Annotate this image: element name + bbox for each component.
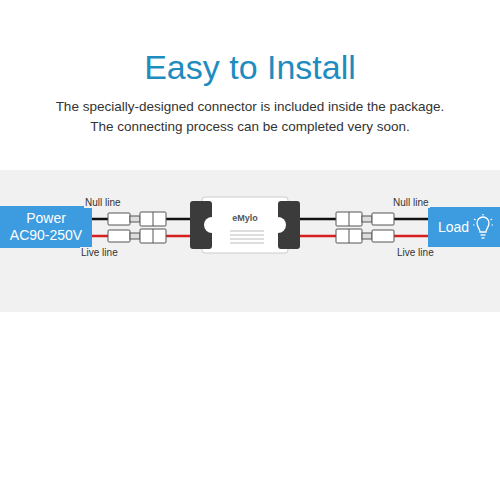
plug-body (372, 213, 394, 225)
cap-notch (204, 217, 212, 233)
plug-socket (140, 229, 166, 243)
module-outline (190, 195, 300, 255)
plug-pin (130, 233, 140, 239)
plug-body (372, 230, 394, 242)
bulb-ray (474, 219, 476, 220)
wire-label: Null line (392, 197, 430, 208)
plug-socket (336, 229, 362, 243)
bulb-base (481, 234, 486, 235)
switch-module: eMylo (190, 195, 300, 255)
bulb-ray (492, 224, 494, 225)
plug-pin (130, 216, 140, 222)
node-text: eMylo (214, 213, 276, 224)
bulb-base (482, 237, 485, 238)
print-line (230, 231, 264, 232)
plug-pin (362, 216, 372, 222)
plug-body (108, 213, 130, 225)
print-line (230, 243, 264, 244)
wire-label: Live line (80, 247, 119, 258)
plug-split (349, 229, 350, 243)
subtitle-line: The specially-designed connector is incl… (0, 99, 500, 114)
load-box: Load (428, 207, 500, 247)
wire-label: Null line (84, 197, 122, 208)
bulb-glass (477, 217, 489, 232)
power-box: Power AC90-250V (0, 206, 92, 248)
subtitle-line: The connecting process can be completed … (0, 119, 500, 134)
plug-socket (140, 212, 166, 226)
module-end-cap (190, 201, 212, 249)
plug-split (153, 212, 154, 226)
wire-label: Live line (396, 247, 435, 258)
plug-pin (362, 233, 372, 239)
bulb-ray (482, 214, 483, 216)
title: Easy to Install (0, 48, 500, 87)
module-body (202, 197, 288, 253)
print-line (230, 235, 264, 236)
print-line (230, 239, 264, 240)
bulb-icon (472, 213, 494, 241)
module-end-cap (278, 201, 300, 249)
node-text: Power AC90-250V (6, 210, 86, 244)
plug-body (108, 230, 130, 242)
plug-socket (336, 212, 362, 226)
plug-split (153, 229, 154, 243)
bulb-ray (473, 224, 475, 225)
plug-split (349, 212, 350, 226)
bulb-ray (491, 219, 493, 220)
cap-notch (278, 217, 286, 233)
node-text: Load (438, 219, 470, 236)
